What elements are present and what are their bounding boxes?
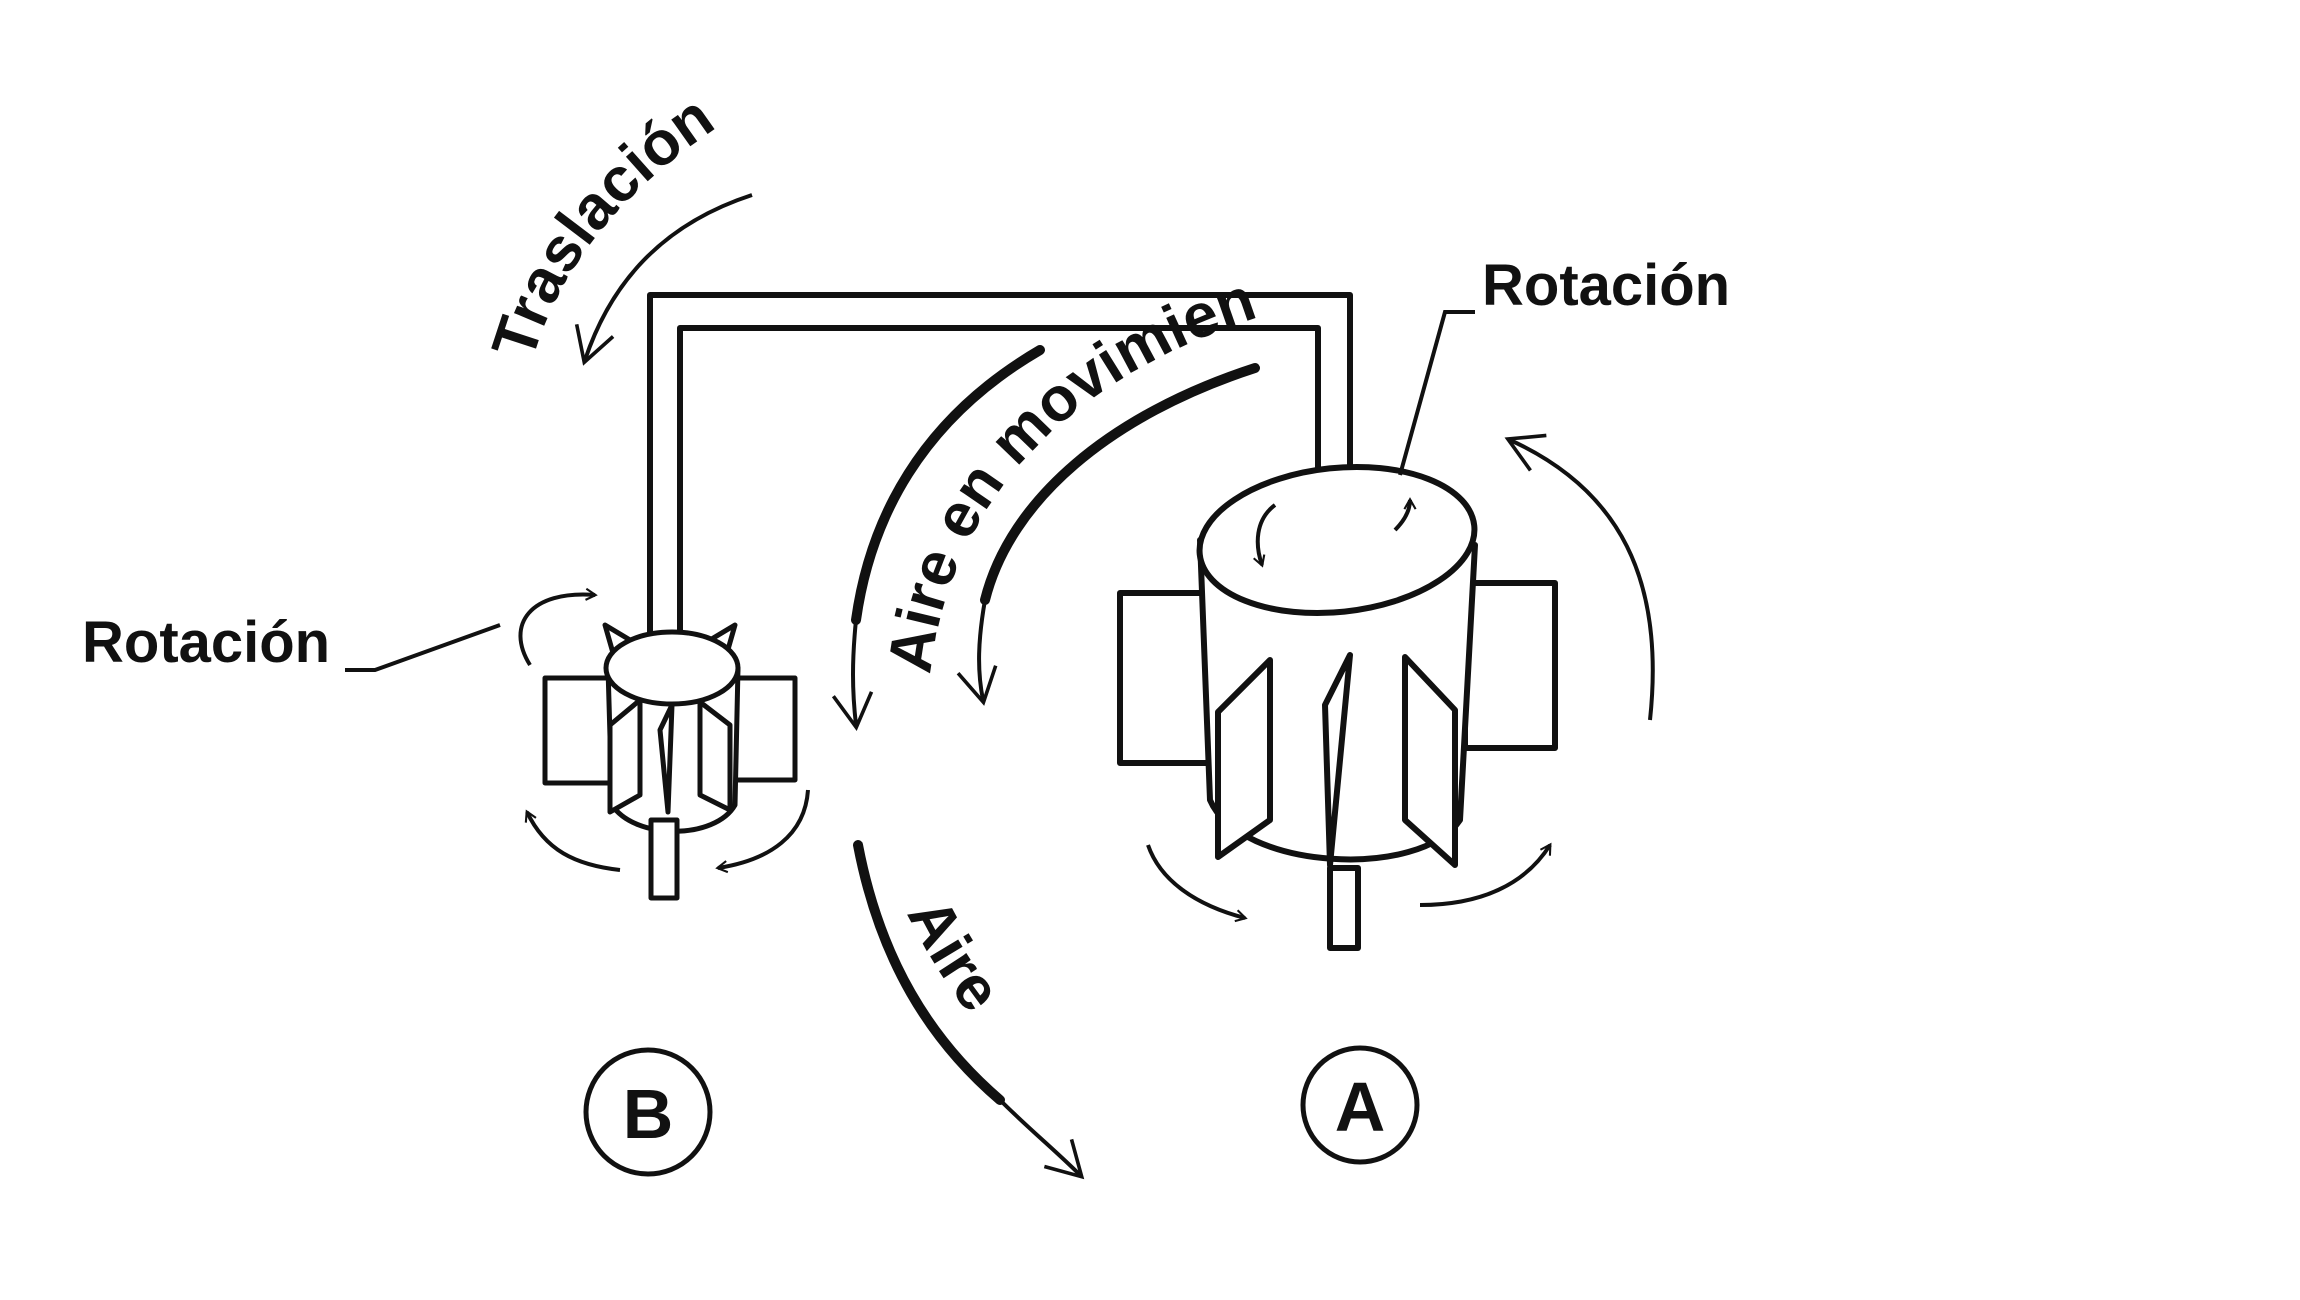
air-out-thick — [853, 840, 1005, 1105]
air-in-thin-right — [956, 599, 998, 706]
turbine-a-inner-arrow-2 — [1393, 497, 1417, 532]
turbine-a-inner-arrow-1 — [1253, 503, 1277, 568]
air-in-thin-left — [831, 619, 874, 731]
turbine-b-blade-left — [542, 675, 613, 786]
circle-label-a: A — [1300, 1045, 1420, 1165]
turbine-b-top — [603, 629, 741, 707]
turbine-b-fin-3 — [697, 699, 733, 813]
turbine-b-axle — [648, 817, 680, 901]
turbine-a-blade-right — [1462, 580, 1558, 751]
rotacion-right-leader — [1398, 310, 1475, 476]
traslacion-arrow — [574, 193, 753, 366]
aire-en-movimiento-label: Aire en movimiento — [0, 0, 1264, 677]
turbine-b-blade-right — [727, 675, 798, 783]
turbine-a-rotation-arrows — [1146, 433, 1655, 923]
turbine-a-fin-1 — [1215, 657, 1273, 860]
turbine-b — [542, 622, 798, 901]
turbine-a-blade-left — [1117, 590, 1218, 766]
turbine-b-fin-1 — [607, 697, 643, 815]
turbine-a-axle — [1327, 865, 1361, 951]
circle-label-a-text: A — [1335, 1068, 1386, 1146]
rotacion-left-label: Rotación — [82, 610, 330, 675]
rotacion-left-leader — [345, 623, 501, 672]
turbine-b-fin-2 — [657, 702, 675, 815]
air-flow-arrows — [831, 345, 1260, 1180]
circle-label-b-text: B — [623, 1075, 674, 1153]
air-in-thick-right — [980, 363, 1260, 605]
air-out-thin — [998, 1098, 1085, 1180]
turbine-a-fin-3 — [1402, 654, 1458, 868]
turbine-b-rotation-arrows — [518, 587, 810, 874]
turbine-a — [1117, 463, 1558, 951]
circle-label-b: B — [583, 1047, 713, 1177]
turbine-a-fin-2 — [1322, 652, 1353, 868]
rotacion-right-label: Rotación — [1482, 253, 1730, 318]
rotacion-leaders — [345, 310, 1475, 672]
air-in-thick-left — [851, 345, 1045, 625]
